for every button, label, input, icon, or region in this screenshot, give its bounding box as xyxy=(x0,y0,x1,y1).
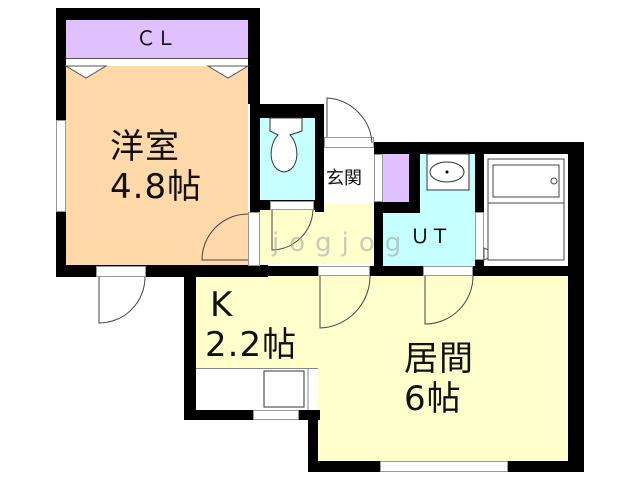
stove-icon xyxy=(263,370,305,408)
wall xyxy=(184,266,584,276)
utility-lower xyxy=(383,213,475,266)
door-swing-icon xyxy=(319,275,371,329)
wall xyxy=(374,142,584,154)
entrance-label: 玄関 xyxy=(326,168,362,189)
wall xyxy=(568,142,584,472)
kitchen-label: K xyxy=(210,285,234,325)
living-room-size: 6帖 xyxy=(404,379,462,419)
door-swing-icon xyxy=(326,97,373,144)
closet-door-strip xyxy=(66,58,248,67)
window xyxy=(380,461,508,472)
western-room xyxy=(66,66,248,265)
door-opening xyxy=(374,154,383,202)
wall xyxy=(184,410,320,420)
living-room xyxy=(318,276,576,461)
door-swing-icon xyxy=(424,275,474,325)
door-opening xyxy=(423,266,473,276)
closet-door-icon xyxy=(206,65,250,79)
door-swing-icon xyxy=(201,213,249,261)
wall xyxy=(374,142,383,272)
kitchen-size: 2.2帖 xyxy=(205,325,298,365)
door-opening xyxy=(248,212,260,266)
wall xyxy=(248,8,260,104)
door-swing-icon xyxy=(271,209,314,251)
western-room-size: 4.8帖 xyxy=(110,167,203,207)
window xyxy=(253,410,299,420)
wall xyxy=(250,104,260,212)
living-room-label: 居間 xyxy=(404,339,474,379)
door-opening xyxy=(475,212,484,260)
closet xyxy=(66,20,248,58)
western-room-label: 洋室 xyxy=(110,127,180,167)
door-opening xyxy=(96,266,146,277)
wall xyxy=(315,104,324,212)
entrance xyxy=(324,148,374,204)
door-swing-icon xyxy=(98,276,146,324)
wall xyxy=(383,202,420,213)
kitchen xyxy=(196,276,318,368)
wall xyxy=(184,266,196,420)
wall xyxy=(409,154,420,212)
wall xyxy=(308,410,318,472)
wall xyxy=(250,104,324,118)
door-opening xyxy=(318,266,370,276)
utility-label: ＵＴ xyxy=(410,224,450,248)
door-opening xyxy=(324,137,374,148)
shoe-closet xyxy=(383,154,409,202)
wall xyxy=(56,8,260,20)
door-opening xyxy=(270,201,314,210)
hallway xyxy=(260,204,382,264)
watermark: jogjog xyxy=(272,228,412,258)
closet-label: ＣＬ xyxy=(136,26,176,50)
toilet-icon xyxy=(269,117,303,173)
window xyxy=(56,120,66,212)
closet-door-icon xyxy=(64,65,108,79)
